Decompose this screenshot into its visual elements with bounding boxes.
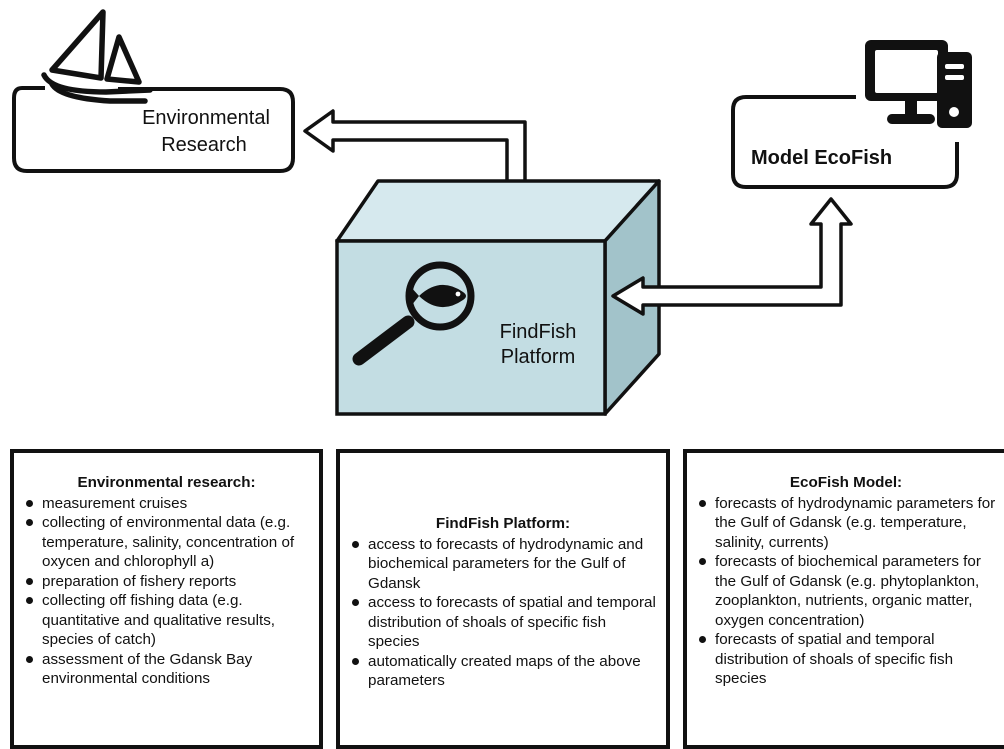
findfish-platform-panel: FindFish Platform: access to forecasts o… bbox=[336, 449, 670, 749]
magnifier-fish-icon bbox=[352, 261, 475, 366]
findfish-platform-label-line2: Platform bbox=[501, 346, 575, 368]
diagram-canvas: Environmental Research Model EcoFish bbox=[12, 9, 972, 416]
environmental-research-panel: Environmental research: measurement crui… bbox=[10, 449, 323, 749]
list-item: automatically created maps of the above … bbox=[348, 652, 658, 691]
environmental-research-panel-title: Environmental research: bbox=[77, 474, 256, 491]
list-item: preparation of fishery reports bbox=[22, 572, 311, 592]
platform-box-front bbox=[335, 239, 607, 416]
findfish-platform-panel-title: FindFish Platform: bbox=[435, 515, 571, 532]
ecofish-model-panel-title: EcoFish Model: bbox=[789, 474, 903, 491]
list-item: forecasts of spatial and temporal distri… bbox=[695, 630, 997, 689]
ecofish-model-panel: EcoFish Model: forecasts of hydrodynamic… bbox=[683, 449, 1004, 749]
model-ecofish-node: Model EcoFish bbox=[731, 40, 972, 189]
computer-icon bbox=[865, 40, 972, 128]
list-item: access to forecasts of spatial and tempo… bbox=[348, 593, 658, 652]
model-ecofish-label: Model EcoFish bbox=[751, 147, 892, 169]
model-ecofish-frame bbox=[731, 95, 959, 189]
platform-box-top bbox=[335, 179, 661, 243]
list-item: forecasts of biochemical parameters for … bbox=[695, 552, 997, 630]
list-item: measurement cruises bbox=[22, 494, 311, 514]
list-item: collecting of environmental data (e.g. t… bbox=[22, 513, 311, 572]
environmental-research-label-line2: Research bbox=[161, 134, 247, 156]
ecofish-model-list: forecasts of hydrodynamic parameters for… bbox=[695, 494, 997, 689]
findfish-platform-label-line1: FindFish bbox=[500, 321, 577, 343]
findfish-platform-list: access to forecasts of hydrodynamic and … bbox=[348, 535, 658, 691]
list-item: assessment of the Gdansk Bay environment… bbox=[22, 650, 311, 689]
list-item: forecasts of hydrodynamic parameters for… bbox=[695, 494, 997, 553]
list-item: collecting off fishing data (e.g. quanti… bbox=[22, 591, 311, 650]
findfish-platform-node: FindFish Platform bbox=[335, 179, 661, 416]
list-item: access to forecasts of hydrodynamic and … bbox=[348, 535, 658, 594]
arrow-ecofish-to-platform bbox=[611, 197, 853, 316]
environmental-research-list: measurement cruises collecting of enviro… bbox=[22, 494, 311, 689]
environmental-research-frame bbox=[12, 86, 295, 173]
environmental-research-node: Environmental Research bbox=[12, 9, 295, 173]
sailboat-icon bbox=[41, 9, 153, 104]
environmental-research-label-line1: Environmental bbox=[142, 107, 270, 129]
